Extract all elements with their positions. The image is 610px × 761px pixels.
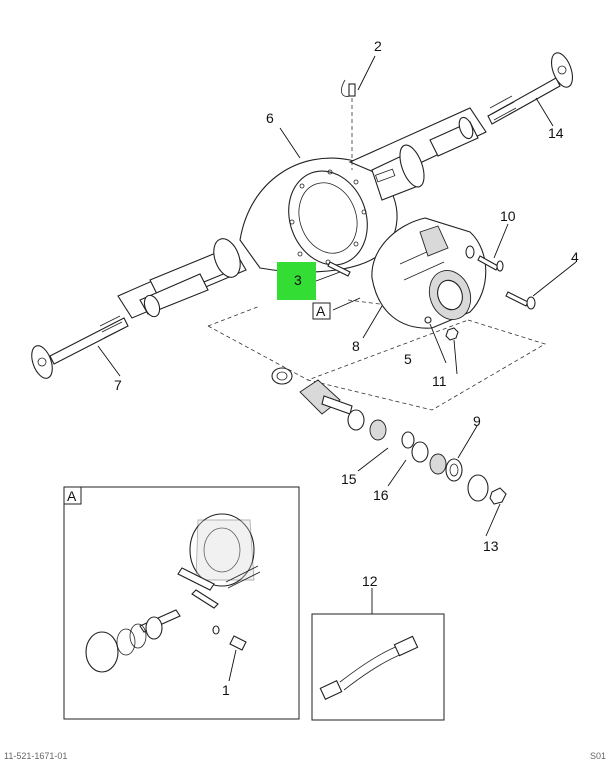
callout-13[interactable]: 13 — [483, 538, 499, 554]
detail-a-box-label: A — [67, 488, 77, 504]
shift-fork[interactable] — [177, 565, 261, 609]
bearing-cup[interactable] — [429, 453, 447, 475]
callout-15[interactable]: 15 — [341, 471, 357, 487]
seal-9[interactable] — [445, 458, 463, 482]
callout-3[interactable]: 3 — [294, 272, 302, 288]
detail-a-marker-label: A — [316, 303, 326, 319]
nut-11[interactable] — [445, 327, 459, 341]
leader-lines — [97, 55, 577, 682]
yoke-nut-13[interactable] — [467, 474, 507, 505]
callout-2[interactable]: 2 — [374, 38, 382, 54]
detail-a-washers[interactable] — [85, 616, 163, 673]
callout-5[interactable]: 5 — [404, 351, 412, 367]
breather-fitting[interactable] — [340, 79, 356, 170]
footer-left: 11-521-1671-01 — [4, 751, 68, 761]
drive-pinion-assembly[interactable] — [271, 367, 387, 441]
ring-16[interactable] — [411, 441, 429, 463]
bolt-4[interactable] — [505, 291, 536, 310]
axle-shaft-right[interactable] — [487, 50, 577, 125]
callout-12[interactable]: 12 — [362, 573, 378, 589]
detail-a-panel — [63, 486, 300, 720]
detail-a-marker-box[interactable] — [312, 302, 331, 320]
callout-16[interactable]: 16 — [373, 487, 389, 503]
washer-15[interactable] — [401, 431, 415, 449]
callout-6[interactable]: 6 — [266, 110, 274, 126]
callout-11[interactable]: 11 — [432, 373, 447, 389]
differential-carrier[interactable] — [371, 217, 487, 329]
axle-shaft-left[interactable] — [28, 315, 129, 381]
callout-14[interactable]: 14 — [548, 125, 564, 141]
harness-panel — [311, 613, 445, 721]
detail-a-gear[interactable] — [189, 513, 255, 587]
callout-3-highlight[interactable] — [277, 262, 316, 300]
callout-9[interactable]: 9 — [473, 413, 481, 429]
washer-5[interactable] — [424, 316, 432, 324]
shift-switch-1[interactable] — [212, 625, 247, 651]
bolt-and-washer-10[interactable] — [465, 245, 504, 272]
callout-7[interactable]: 7 — [114, 377, 122, 393]
callout-4[interactable]: 4 — [571, 249, 579, 265]
explode-envelope — [207, 299, 546, 411]
callout-1[interactable]: 1 — [222, 682, 230, 698]
axle-housing[interactable] — [117, 107, 487, 319]
footer-right: S01 — [589, 751, 606, 761]
wiring-harness[interactable] — [319, 635, 419, 700]
callout-10[interactable]: 10 — [500, 208, 516, 224]
stud-3[interactable] — [327, 261, 351, 277]
callout-8[interactable]: 8 — [352, 338, 360, 354]
